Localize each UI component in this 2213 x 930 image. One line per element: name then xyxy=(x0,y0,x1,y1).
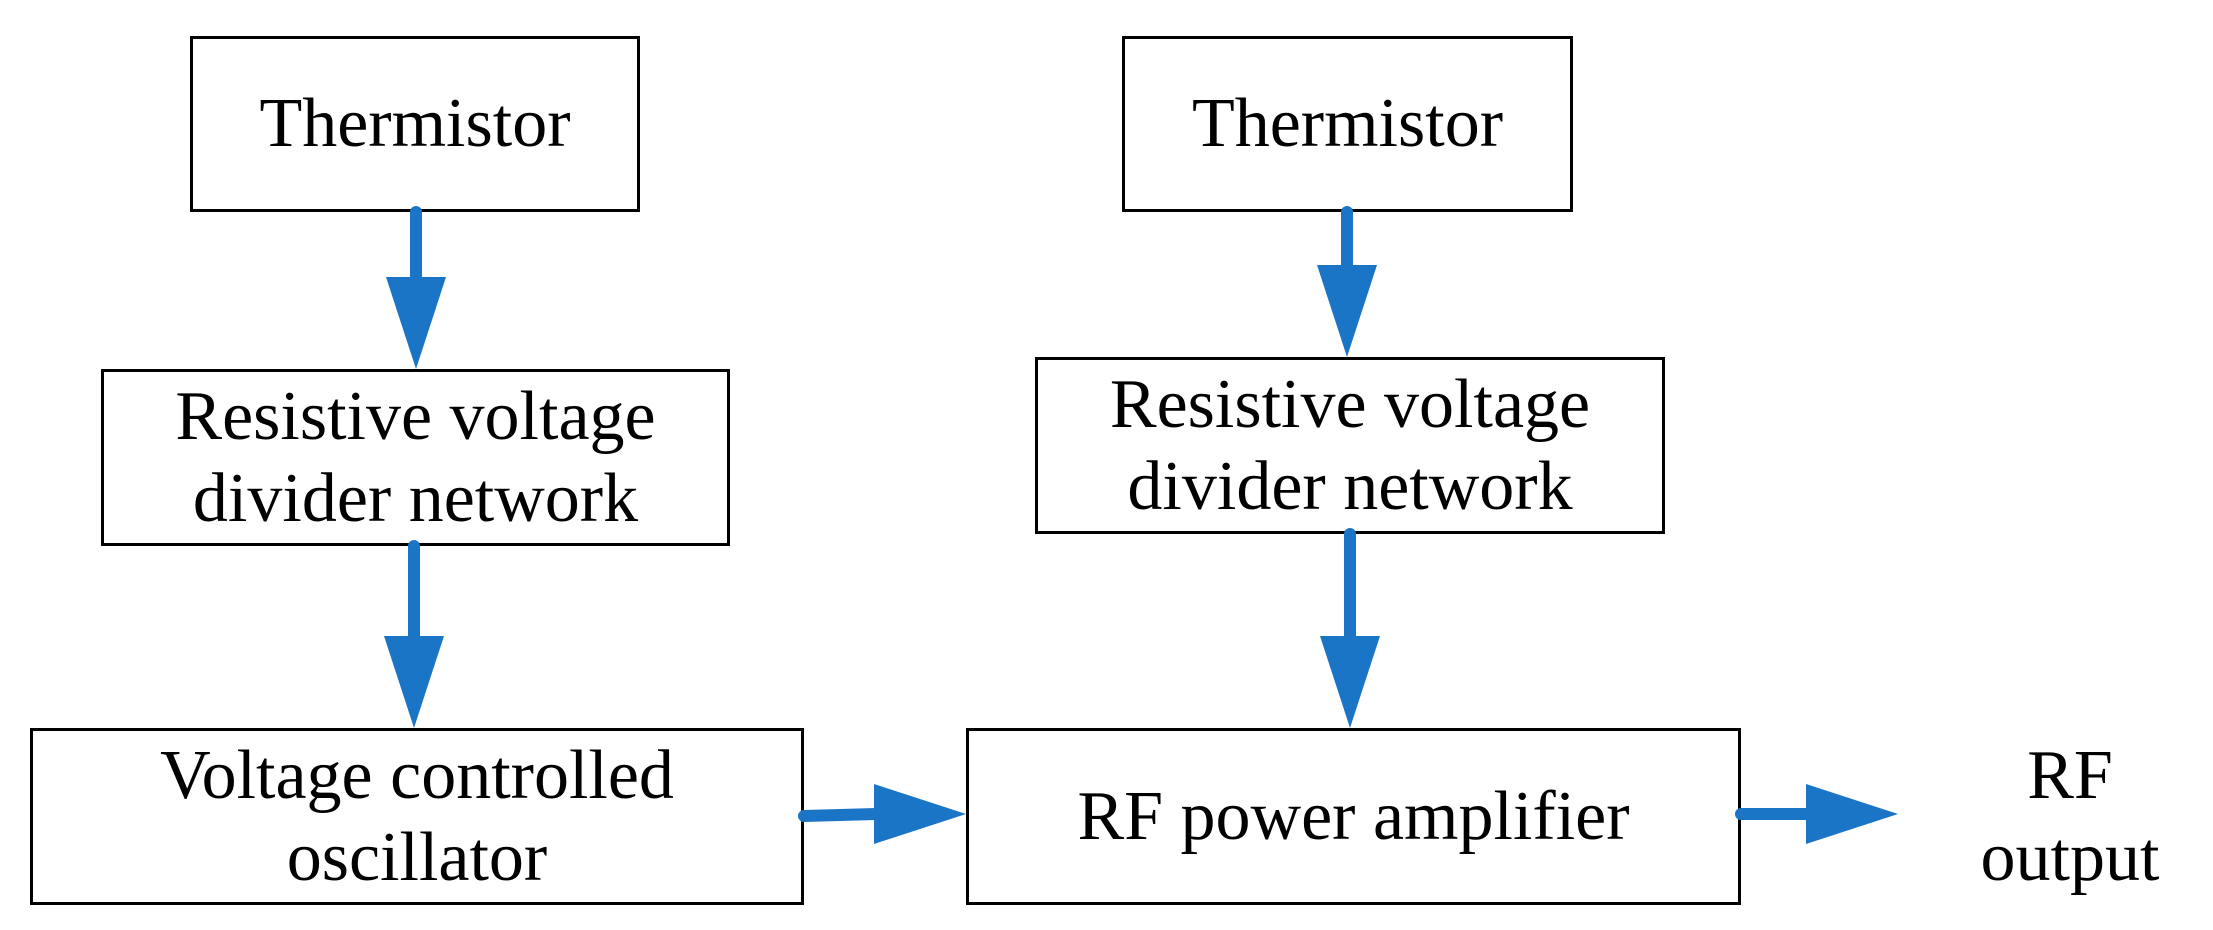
arrow-head-rf-amplifier-to-rf-output xyxy=(1806,784,1898,844)
vco-box: Voltage controlled oscillator xyxy=(30,728,804,905)
divider-left-label-line2: divider network xyxy=(192,459,639,537)
rf-output-label-line1: RF xyxy=(2027,736,2113,814)
rf-output-label-line2: output xyxy=(1980,818,2160,896)
arrow-head-vco-to-rf-amplifier xyxy=(874,784,966,844)
vco-label-line1: Voltage controlled xyxy=(160,736,674,814)
thermistor-right-box: Thermistor xyxy=(1122,36,1573,212)
divider-right-label-line1: Resistive voltage xyxy=(1109,365,1591,443)
vco-label-line2: oscillator xyxy=(286,818,548,896)
rf-output-label: RF output xyxy=(1945,728,2195,905)
arrow-head-divider-right-to-rf-amplifier xyxy=(1320,636,1380,728)
arrow-head-thermistor-right-to-divider-right xyxy=(1317,265,1377,357)
divider-right-box: Resistive voltage divider network xyxy=(1035,357,1665,534)
divider-left-label-line1: Resistive voltage xyxy=(175,377,656,455)
thermistor-right-label: Thermistor xyxy=(1191,85,1504,162)
divider-right-label-line2: divider network xyxy=(1127,447,1573,525)
thermistor-left-label: Thermistor xyxy=(259,85,571,162)
arrow-head-divider-left-to-vco xyxy=(384,636,444,728)
arrow-shaft-vco-to-rf-amplifier xyxy=(798,808,882,822)
rf-amplifier-box: RF power amplifier xyxy=(966,728,1741,905)
arrow-head-thermistor-left-to-divider-left xyxy=(386,277,446,369)
thermistor-left-box: Thermistor xyxy=(190,36,640,212)
rf-amplifier-label: RF power amplifier xyxy=(1077,777,1630,855)
